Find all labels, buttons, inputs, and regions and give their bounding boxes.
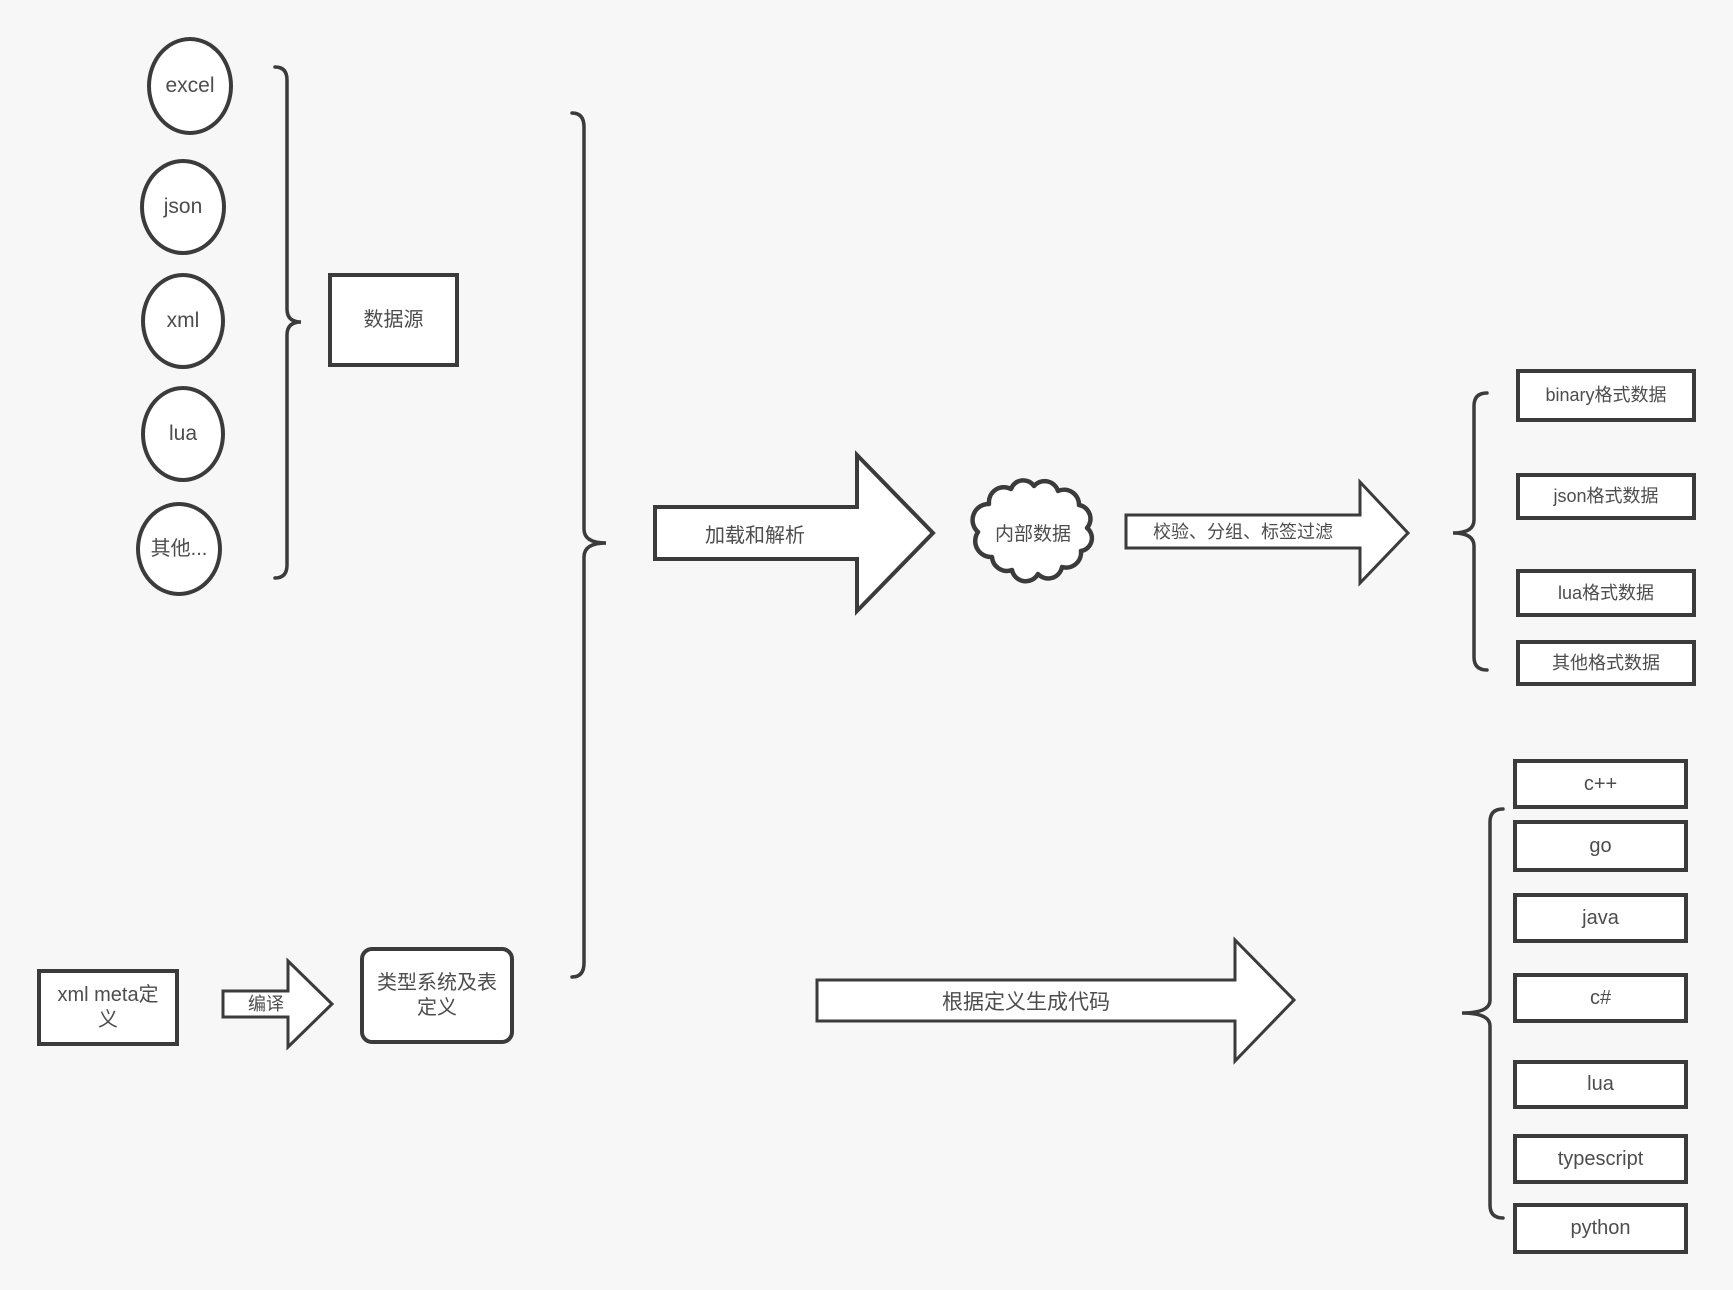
compile-arrow bbox=[221, 957, 335, 1051]
codegen-arrow bbox=[815, 936, 1297, 1065]
language-box-label: c# bbox=[1589, 986, 1612, 1009]
load-parse-arrow bbox=[653, 450, 936, 616]
filter-arrow-label: 校验、分组、标签过滤 bbox=[1153, 522, 1333, 542]
language-box-csharp: c# bbox=[1513, 973, 1688, 1023]
source-circle-others: 其他... bbox=[136, 502, 222, 596]
data-source-box: 数据源 bbox=[328, 273, 459, 367]
source-circle-json: json bbox=[140, 159, 226, 255]
internal-data-label: 内部数据 bbox=[994, 524, 1071, 545]
output-box-json: json格式数据 bbox=[1516, 473, 1696, 520]
data-source-label: 数据源 bbox=[363, 308, 424, 331]
source-circle-label: xml bbox=[166, 308, 200, 332]
internal-data-cloud bbox=[970, 478, 1095, 584]
output-box-label: binary格式数据 bbox=[1545, 385, 1667, 406]
sources-brace bbox=[273, 65, 302, 580]
type-system-box: 类型系统及表定义 bbox=[360, 947, 514, 1044]
language-box-label: c++ bbox=[1583, 772, 1618, 795]
output-box-binary: binary格式数据 bbox=[1516, 369, 1696, 422]
languages-brace bbox=[1461, 807, 1505, 1220]
output-box-label: 其他格式数据 bbox=[1552, 652, 1660, 673]
language-box-label: typescript bbox=[1557, 1147, 1644, 1170]
xml-meta-label: xml meta定义 bbox=[57, 983, 159, 1031]
source-circle-label: 其他... bbox=[150, 537, 208, 560]
output-box-label: json格式数据 bbox=[1553, 486, 1659, 507]
language-box-label: lua bbox=[1587, 1073, 1614, 1095]
language-box-typescript: typescript bbox=[1513, 1134, 1688, 1184]
language-box-label: python bbox=[1570, 1217, 1631, 1239]
source-circle-excel: excel bbox=[147, 37, 233, 135]
language-box-label: go bbox=[1589, 834, 1612, 857]
codegen-arrow-label: 根据定义生成代码 bbox=[942, 990, 1110, 1014]
output-box-label: lua格式数据 bbox=[1557, 582, 1655, 603]
type-system-label: 类型系统及表定义 bbox=[377, 971, 497, 1019]
source-circle-xml: xml bbox=[141, 273, 225, 369]
formats-brace bbox=[1452, 391, 1489, 672]
language-box-lua: lua bbox=[1513, 1060, 1688, 1109]
source-circle-label: excel bbox=[165, 73, 215, 97]
language-box-go: go bbox=[1513, 820, 1688, 872]
load-parse-arrow-label: 加载和解析 bbox=[705, 524, 805, 547]
compile-arrow-label: 编译 bbox=[248, 994, 284, 1014]
output-box-lua: lua格式数据 bbox=[1516, 569, 1696, 617]
source-circle-lua: lua bbox=[141, 386, 225, 482]
filter-arrow bbox=[1124, 478, 1411, 587]
source-circle-label: json bbox=[163, 194, 203, 218]
source-circle-label: lua bbox=[168, 421, 198, 445]
xml-meta-box: xml meta定义 bbox=[37, 969, 179, 1046]
language-box-label: java bbox=[1582, 906, 1619, 929]
language-box-cpp: c++ bbox=[1513, 759, 1688, 809]
output-box-others: 其他格式数据 bbox=[1516, 640, 1696, 686]
main-brace bbox=[570, 111, 607, 979]
language-box-python: python bbox=[1513, 1203, 1688, 1254]
language-box-java: java bbox=[1513, 893, 1688, 943]
